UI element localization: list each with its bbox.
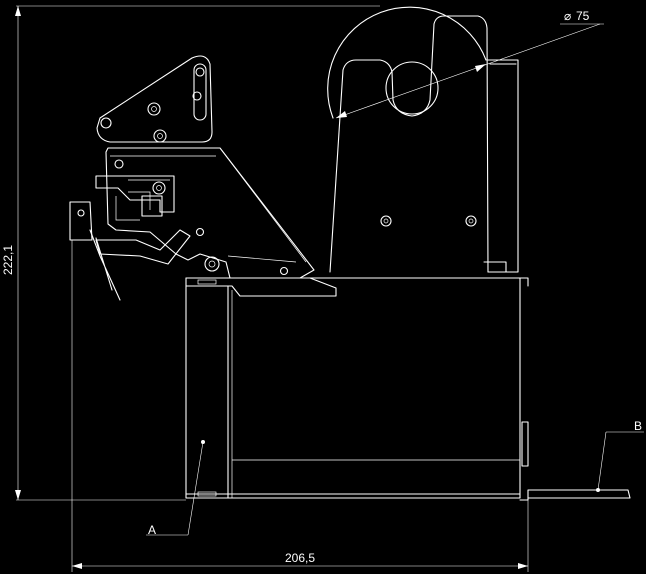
front-bezel xyxy=(69,201,93,241)
diameter-arrow-start xyxy=(336,111,347,118)
mechanism-screw-1-inner xyxy=(151,106,157,112)
paper-exit-guide xyxy=(89,229,121,301)
diameter-symbol: ⌀ xyxy=(564,9,571,23)
callouts: A B xyxy=(146,419,644,537)
mechanism-screw-1 xyxy=(147,102,161,116)
frame-screw-2 xyxy=(152,181,166,195)
main-frame-plate xyxy=(105,147,315,279)
mechanism-screw-3 xyxy=(100,117,112,129)
side-latch xyxy=(521,421,529,467)
height-dimension-text: 222,1 xyxy=(1,245,15,275)
paper-roll-circle xyxy=(327,6,487,119)
frame-screw-4 xyxy=(279,266,289,276)
mechanism-side-plate xyxy=(96,55,213,143)
frame-screw-1 xyxy=(114,159,124,169)
diameter-dimension-text: 75 xyxy=(576,9,590,23)
bottom-tray xyxy=(519,489,631,501)
callout-b-label: B xyxy=(634,419,642,433)
slot-screw xyxy=(195,67,205,77)
housing-top-rail xyxy=(185,277,529,297)
callout-a-label: A xyxy=(148,523,156,537)
roll-holder-side xyxy=(483,59,519,273)
frame-inner-edge xyxy=(110,147,307,263)
print-head-bracket xyxy=(95,175,175,213)
dimension-lines: 222,1 206,5 ⌀ 75 xyxy=(1,5,604,572)
mechanism-screw-2-inner xyxy=(157,133,163,139)
print-head-detail xyxy=(115,179,170,221)
frame-screw-2-inner xyxy=(156,185,162,191)
height-arrow-bottom xyxy=(15,490,21,500)
roll-core xyxy=(385,61,439,115)
housing-tab-top xyxy=(197,279,217,285)
pressure-lever xyxy=(95,229,191,265)
sensor-block xyxy=(141,195,163,217)
roll-holder-hole-left xyxy=(380,215,392,227)
roll-holder-hole-right xyxy=(465,215,477,227)
printer-mechanism xyxy=(69,55,315,301)
adjustment-slot xyxy=(193,63,207,121)
roll-holder-hole-right-inner xyxy=(468,218,474,224)
housing-tab-bottom xyxy=(197,491,217,497)
paper-roll-assembly xyxy=(327,6,519,273)
roll-holder-hole-left-inner xyxy=(383,218,389,224)
mechanism-screw-4 xyxy=(192,91,202,101)
diameter-arrow-end xyxy=(475,64,486,72)
frame-screw-3 xyxy=(195,227,205,237)
height-arrow-top xyxy=(15,6,21,16)
roll-holder-plate xyxy=(329,15,489,273)
frame-screw-5-inner xyxy=(208,260,216,268)
width-arrow-right xyxy=(518,563,528,569)
bezel-button xyxy=(77,209,85,217)
width-dimension-text: 206,5 xyxy=(285,551,315,565)
base-housing xyxy=(185,277,631,501)
housing-outer xyxy=(185,277,521,499)
frame-screw-5 xyxy=(204,256,220,272)
width-arrow-left xyxy=(72,563,82,569)
mechanism-screw-2 xyxy=(153,129,167,143)
